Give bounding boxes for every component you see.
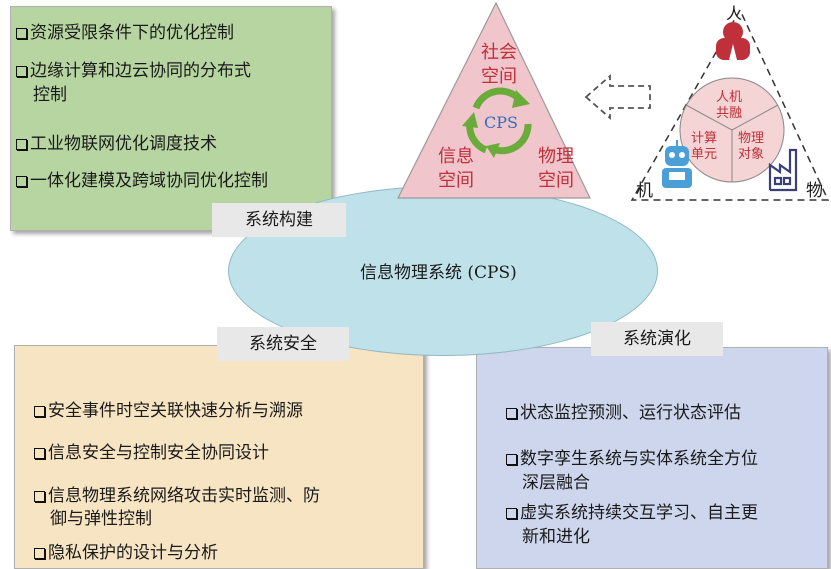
construction-item-4: 一体化建模及跨域协同优化控制 — [16, 170, 268, 192]
dashed-arrow-icon — [584, 74, 651, 120]
cps-center-label: 信息物理系统 (CPS) — [360, 263, 517, 283]
cps-triangle — [397, 1, 591, 199]
security-tag: 系统安全 — [217, 327, 349, 361]
thing-label: 物 — [806, 181, 823, 201]
checkbox-icon — [34, 491, 45, 502]
evolution-item-1: 状态监控预测、运行状态评估 — [506, 402, 741, 424]
checkbox-icon — [16, 139, 27, 150]
person-icon — [716, 22, 750, 60]
construction-item-3: 工业物联网优化调度技术 — [16, 133, 217, 155]
social-space-label-1: 社会 — [481, 42, 517, 63]
physical-object-label-1: 物理 — [738, 131, 765, 146]
factory-icon — [768, 148, 798, 192]
evolution-tag: 系统演化 — [591, 322, 723, 356]
security-item-2: 信息安全与控制安全协同设计 — [34, 442, 269, 464]
security-item-4: 隐私保护的设计与分析 — [34, 542, 218, 564]
compute-unit-label-2: 单元 — [691, 147, 718, 162]
checkbox-icon — [16, 176, 27, 187]
human-machine-label-2: 共融 — [716, 106, 743, 121]
construction-box — [10, 6, 332, 231]
human-label: 人 — [726, 4, 743, 23]
human-machine-label-1: 人机 — [716, 90, 743, 105]
evolution-item-3: 虚实系统持续交互学习、自主更 — [506, 502, 758, 524]
robot-icon — [662, 140, 692, 188]
construction-tag: 系统构建 — [212, 203, 346, 237]
construction-item-1: 资源受限条件下的优化控制 — [16, 22, 234, 44]
hcps-circle — [679, 77, 785, 183]
machine-label: 机 — [636, 181, 653, 201]
physical-space-label-2: 空间 — [538, 170, 574, 191]
compute-unit-label-1: 计算 — [691, 131, 718, 146]
evolution-item-2: 数字孪生系统与实体系统全方位 — [506, 448, 758, 470]
cps-label: CPS — [484, 113, 518, 132]
checkbox-icon — [34, 548, 45, 559]
physical-space-label-1: 物理 — [538, 146, 574, 167]
evolution-item-2-cont: 深层融合 — [522, 473, 590, 493]
checkbox-icon — [34, 448, 45, 459]
security-item-3: 信息物理系统网络攻击实时监测、防 — [34, 485, 320, 507]
evolution-item-3-cont: 新和进化 — [522, 527, 590, 547]
checkbox-icon — [506, 408, 517, 419]
social-space-label-2: 空间 — [481, 66, 517, 87]
evolution-box — [476, 347, 828, 569]
checkbox-icon — [506, 454, 517, 465]
checkbox-icon — [16, 66, 27, 77]
construction-item-2-cont: 控制 — [33, 85, 67, 105]
security-item-1: 安全事件时空关联快速分析与溯源 — [34, 400, 303, 422]
checkbox-icon — [16, 28, 27, 39]
checkbox-icon — [34, 406, 45, 417]
info-space-label-1: 信息 — [438, 146, 474, 167]
checkbox-icon — [506, 508, 517, 519]
security-item-3-cont: 御与弹性控制 — [50, 509, 152, 529]
construction-item-2: 边缘计算和边云协同的分布式 — [16, 60, 251, 82]
physical-object-label-2: 对象 — [738, 147, 765, 162]
info-space-label-2: 空间 — [438, 170, 474, 191]
